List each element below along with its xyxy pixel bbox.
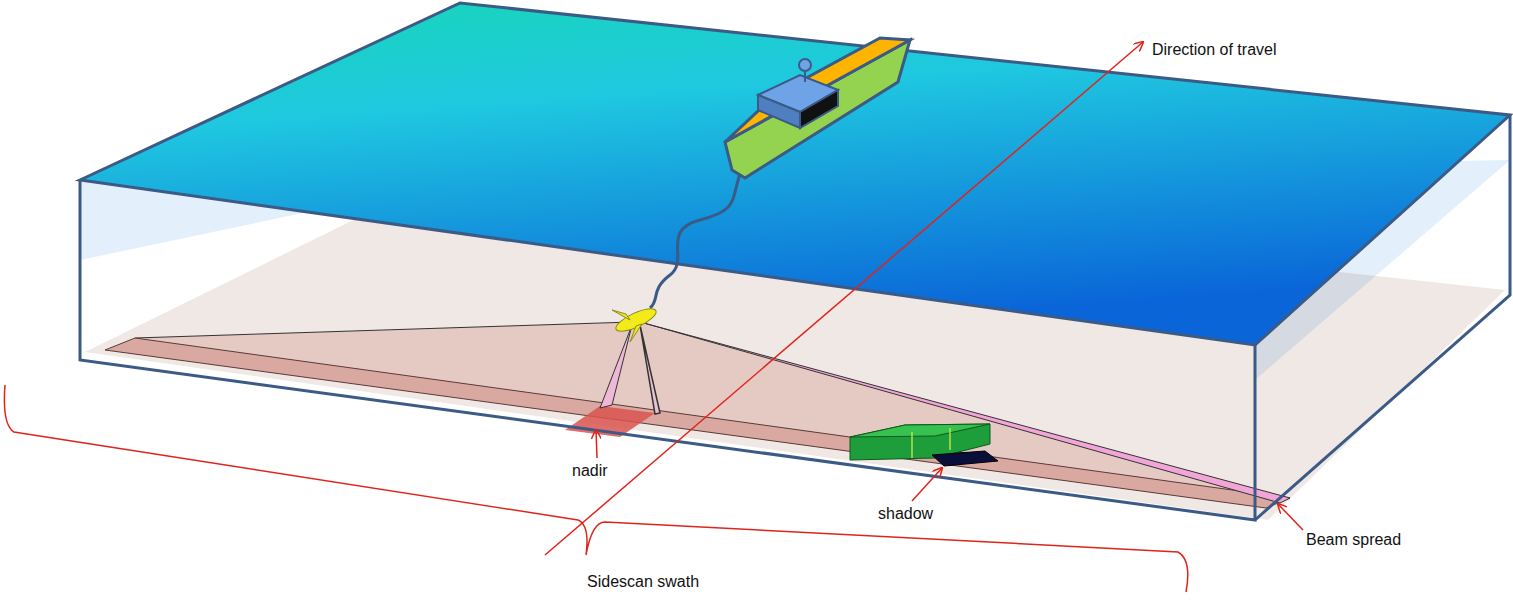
water-volume bbox=[80, 3, 1510, 380]
beam-edge bbox=[135, 322, 632, 338]
water-surface bbox=[80, 3, 1510, 345]
box-front bbox=[80, 180, 1255, 520]
leader-arrow bbox=[596, 430, 597, 458]
target-seam bbox=[949, 428, 951, 450]
label-text: Sidescan swath bbox=[585, 572, 701, 591]
label-text: shadow bbox=[876, 504, 935, 523]
leader-arrow bbox=[1278, 504, 1303, 530]
label-text: Beam spread bbox=[1304, 530, 1403, 549]
beam-right-near bbox=[640, 325, 660, 414]
swath-strip bbox=[105, 338, 1290, 508]
boat bbox=[725, 38, 910, 178]
label-text: Direction of travel bbox=[1150, 40, 1279, 59]
target-top bbox=[850, 424, 990, 437]
target-seam bbox=[911, 432, 913, 458]
label-text: nadir bbox=[570, 461, 610, 480]
tow-cable bbox=[650, 168, 742, 308]
travel-arrow bbox=[545, 42, 1143, 555]
box-side bbox=[1255, 115, 1510, 520]
swath-brace bbox=[4, 385, 1187, 592]
target-shadow bbox=[932, 451, 998, 466]
beam-far bbox=[640, 322, 1290, 503]
towfish bbox=[612, 304, 659, 342]
beam-left bbox=[600, 325, 632, 408]
leader-arrow bbox=[912, 468, 942, 501]
